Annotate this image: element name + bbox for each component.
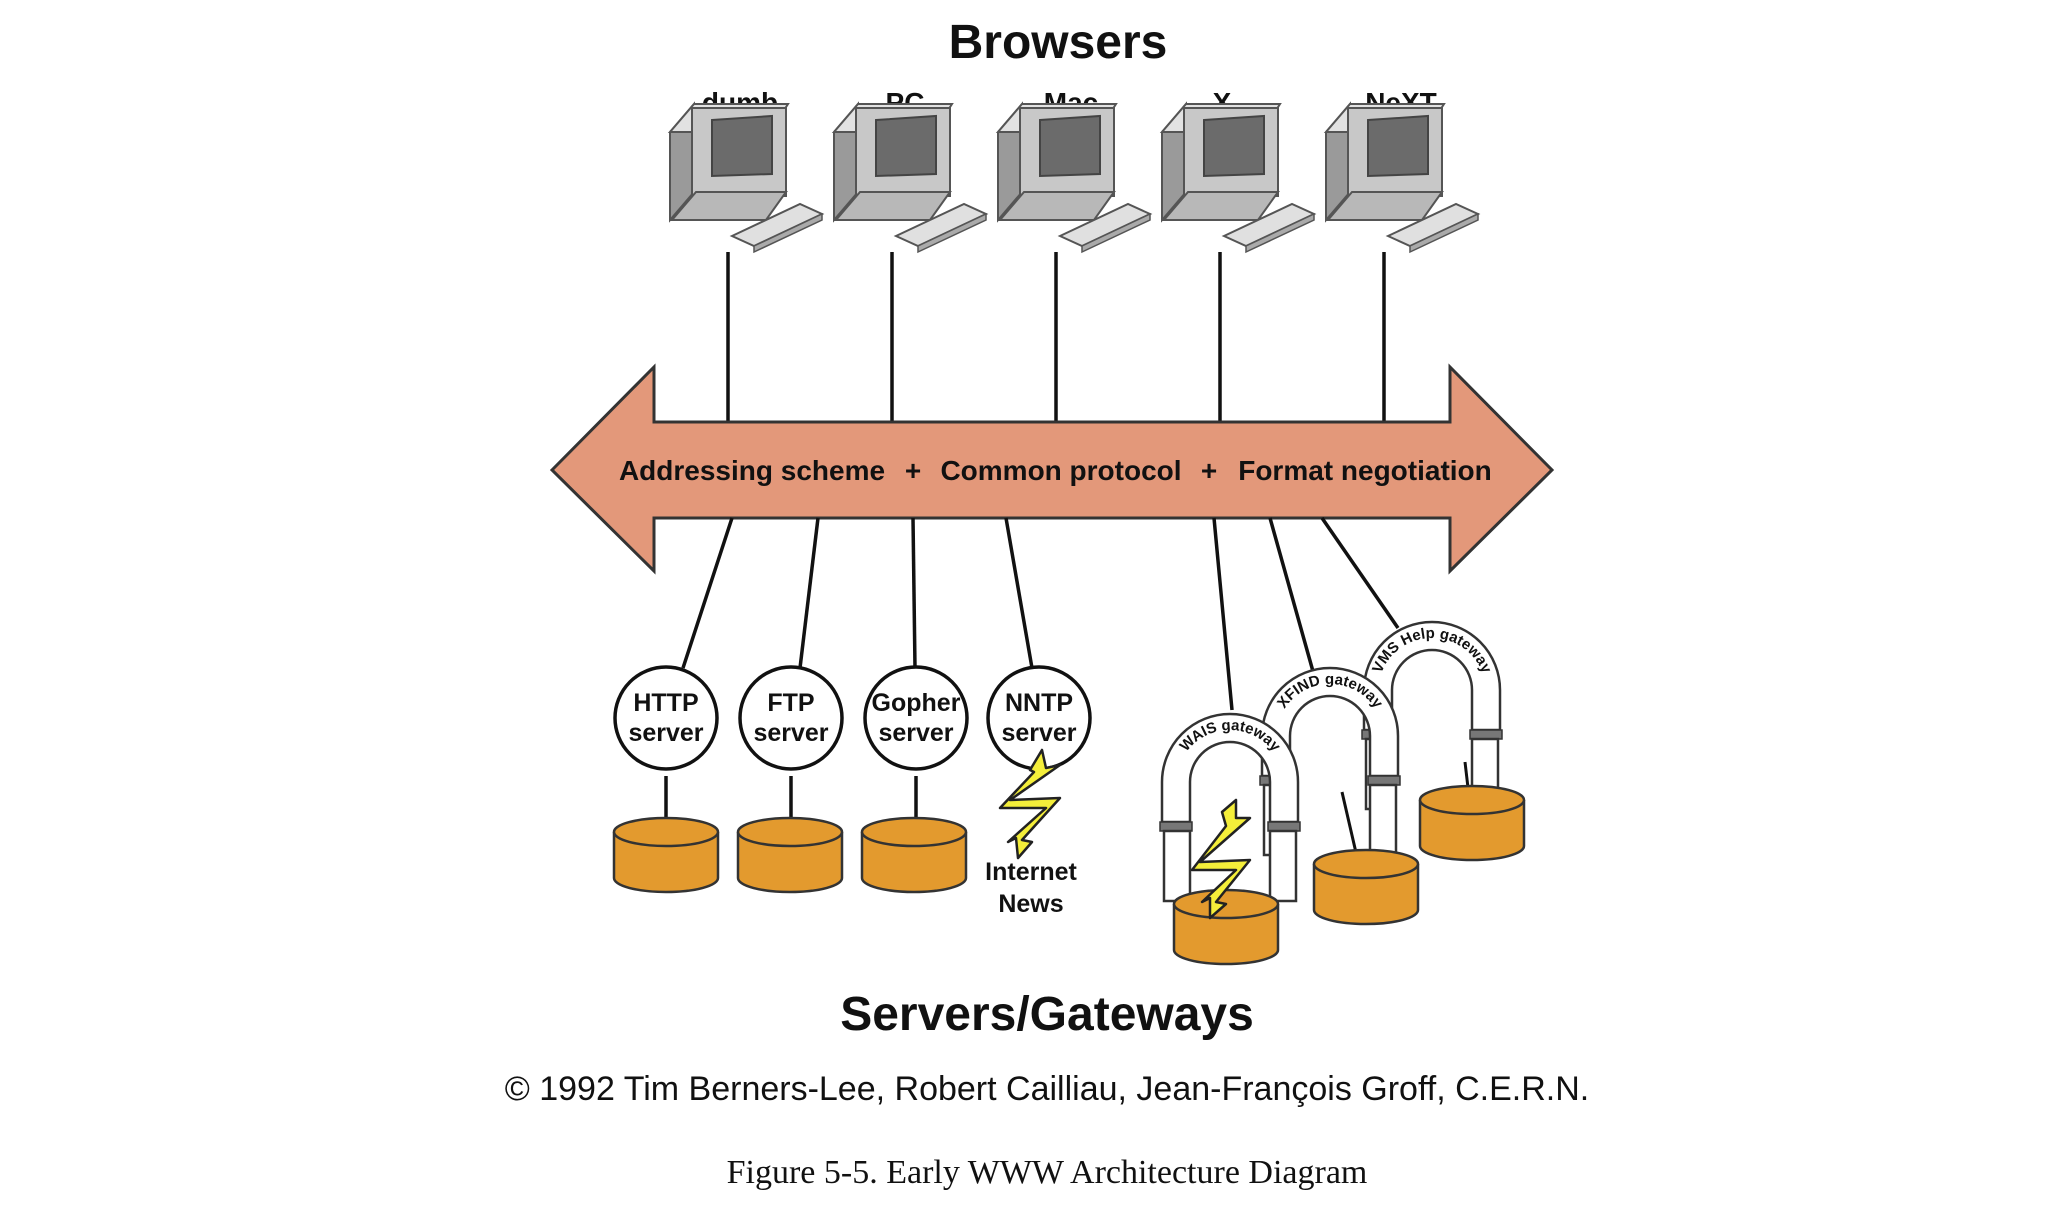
bus-plus-2: + [1201, 455, 1217, 486]
copyright-line: © 1992 Tim Berners-Lee, Robert Cailliau,… [505, 1070, 1590, 1108]
protocol-bus-arrow [549, 363, 1555, 575]
server-nntp-line1: NNTP [1005, 689, 1073, 717]
server-http: HTTP server [613, 665, 719, 838]
database-icon-http [612, 816, 720, 894]
bus-common-protocol: Common protocol [940, 455, 1181, 486]
server-http-line2: server [628, 719, 703, 747]
bus-plus-1: + [905, 455, 921, 486]
browser-connection-lines [726, 252, 1386, 422]
server-ftp: FTP server [738, 665, 844, 838]
computer-icon-mac [997, 103, 1151, 253]
server-gopher: Gopher server [863, 665, 969, 838]
database-icon-vms-help [1418, 784, 1526, 862]
internet-news-line1: Internet [985, 858, 1077, 886]
server-ftp-line2: server [753, 719, 828, 747]
server-gopher-line2: server [878, 719, 953, 747]
server-gopher-line1: Gopher [872, 689, 961, 717]
lightning-bolt-icon-wais [1190, 798, 1252, 920]
computer-icon-dumb [669, 103, 823, 253]
server-nntp: NNTP server [986, 665, 1092, 771]
internet-news-line2: News [998, 890, 1063, 918]
bus-format-negotiation: Format negotiation [1238, 455, 1492, 486]
database-icon-gopher [860, 816, 968, 894]
server-http-line1: HTTP [633, 689, 698, 717]
server-connection-lines [681, 517, 1400, 711]
computer-icon-pc [833, 103, 987, 253]
database-icon-xfind [1312, 848, 1420, 926]
database-icon-ftp [736, 816, 844, 894]
server-ftp-line1: FTP [767, 689, 814, 717]
computer-icon-next [1325, 103, 1479, 253]
bus-addressing-scheme: Addressing scheme [619, 455, 885, 486]
browsers-title: Browsers [949, 16, 1168, 69]
server-nntp-line2: server [1001, 719, 1076, 747]
figure-caption: Figure 5-5. Early WWW Architecture Diagr… [727, 1154, 1368, 1191]
servers-gateways-title: Servers/Gateways [840, 988, 1254, 1041]
computer-icon-x [1161, 103, 1315, 253]
lightning-bolt-icon-nntp [998, 748, 1062, 860]
database-icon-wais [1172, 888, 1280, 966]
